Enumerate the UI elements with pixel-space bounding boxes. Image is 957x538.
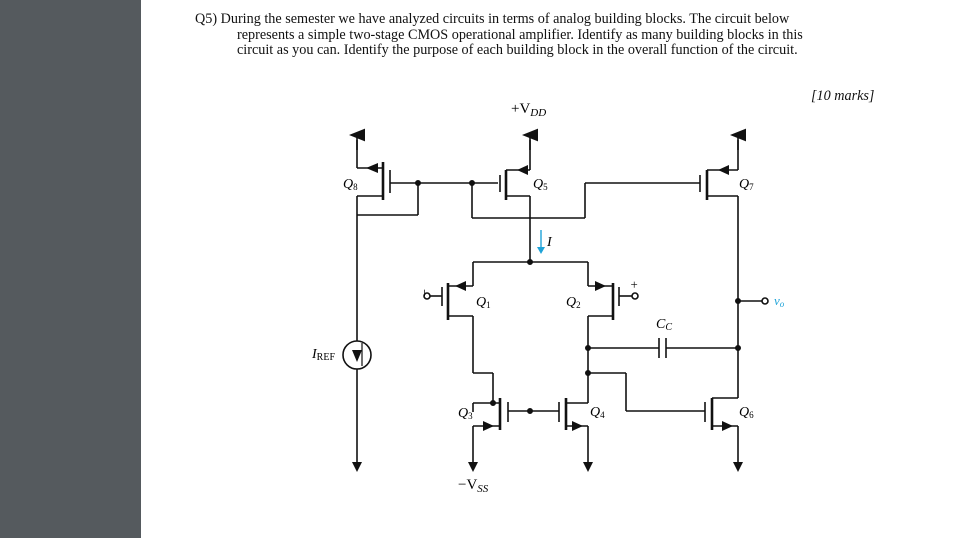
question-text: Q5) During the semester we have analyzed… bbox=[195, 11, 915, 59]
vdd-label: +VDD bbox=[511, 101, 546, 119]
viewer-sidebar bbox=[0, 0, 141, 538]
q7-transistor bbox=[699, 140, 739, 398]
q2-label: Q2 bbox=[566, 295, 581, 310]
iref-label: IREF bbox=[311, 347, 335, 363]
q3-transistor bbox=[472, 372, 559, 462]
marks-label: [10 marks] bbox=[811, 88, 875, 104]
q4-transistor bbox=[558, 373, 589, 462]
q3-label: Q3 bbox=[458, 406, 473, 421]
question-line-3: circuit as you can. Identify the purpose… bbox=[237, 42, 798, 58]
vss-label: −VSS bbox=[458, 477, 489, 495]
question-line-1: Q5) During the semester we have analyzed… bbox=[195, 11, 790, 27]
q8-label: Q8 bbox=[343, 177, 358, 192]
q6-transistor bbox=[704, 397, 739, 462]
q8-transistor bbox=[356, 140, 418, 200]
vo-label: vo bbox=[774, 293, 785, 309]
plus-input-label: + bbox=[627, 281, 642, 288]
q1-transistor bbox=[430, 283, 474, 373]
q5-transistor bbox=[499, 140, 531, 262]
q6-label: Q6 bbox=[739, 405, 754, 420]
q4-label: Q4 bbox=[590, 405, 605, 420]
q2-transistor bbox=[587, 283, 632, 373]
question-line-2: represents a simple two-stage CMOS opera… bbox=[237, 26, 803, 43]
document-page bbox=[141, 0, 957, 538]
cc-label: CC bbox=[656, 317, 672, 333]
q7-label: Q7 bbox=[739, 177, 754, 192]
q1-label: Q1 bbox=[476, 295, 491, 310]
current-label: I bbox=[546, 235, 553, 250]
minus-input-label: − bbox=[416, 289, 431, 297]
q5-label: Q5 bbox=[533, 177, 548, 192]
